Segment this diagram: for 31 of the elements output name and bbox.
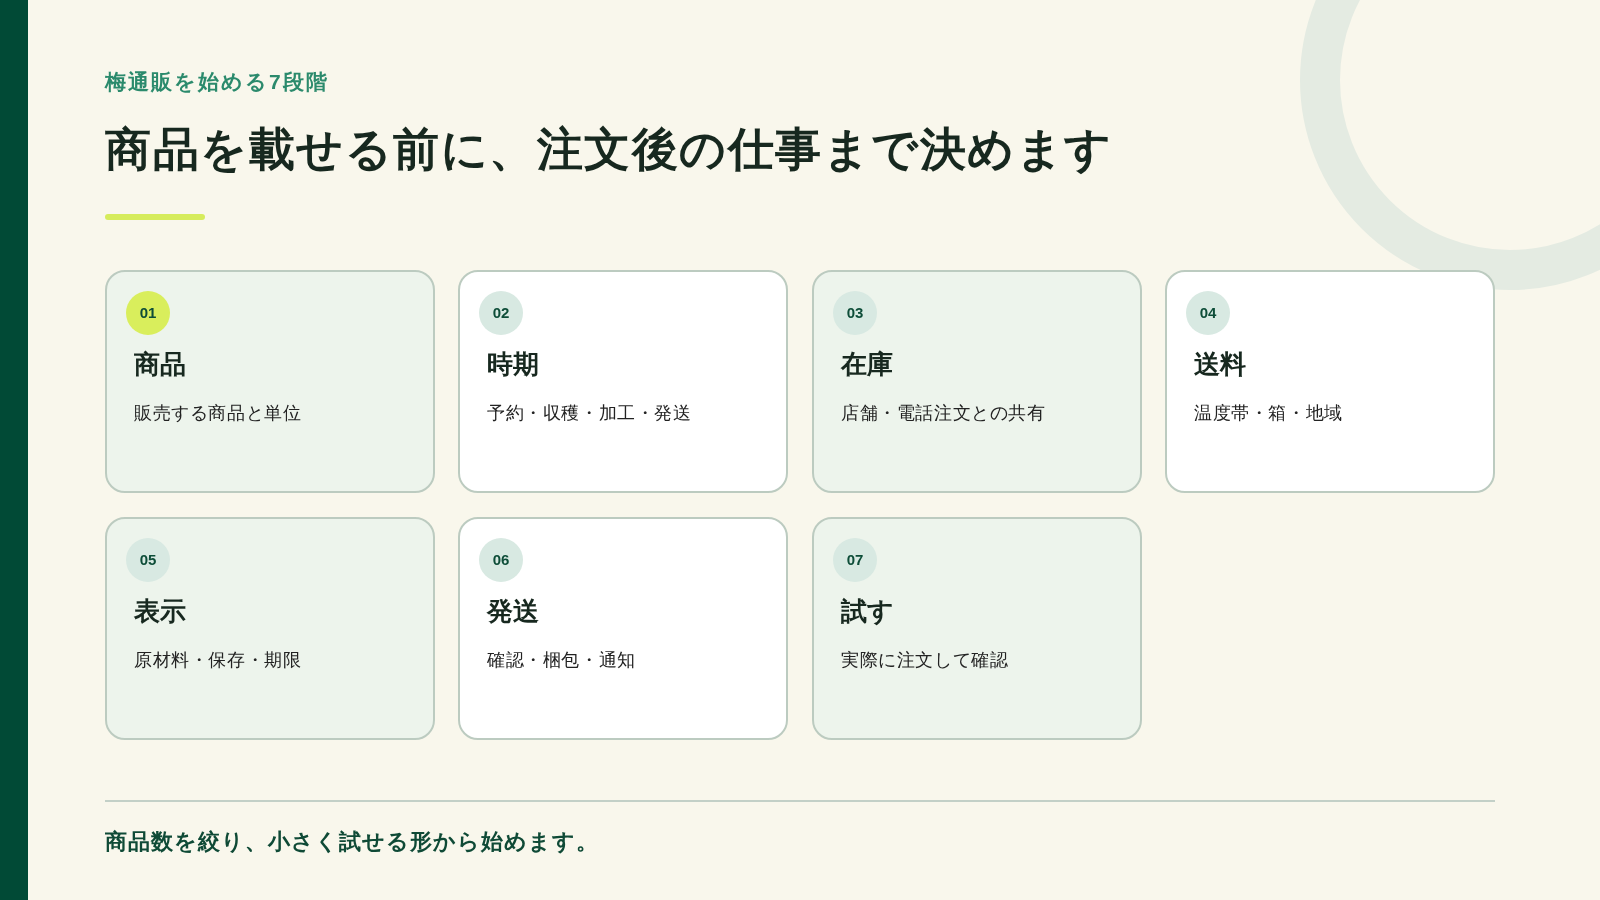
footer-note: 商品数を絞り、小さく試せる形から始めます。 xyxy=(105,828,599,856)
step-card xyxy=(812,517,1142,740)
step-title: 試す xyxy=(841,595,894,627)
number-badge: 01 xyxy=(126,291,170,335)
step-title: 時期 xyxy=(487,348,539,380)
step-title: 在庫 xyxy=(841,348,893,380)
step-card xyxy=(1165,270,1495,493)
number-badge: 07 xyxy=(833,538,877,582)
number-badge: 06 xyxy=(479,538,523,582)
step-title: 表示 xyxy=(134,595,186,627)
step-title: 商品 xyxy=(134,348,186,380)
step-card xyxy=(105,270,435,493)
step-card xyxy=(458,270,788,493)
step-description: 原材料・保存・期限 xyxy=(134,649,302,672)
step-description: 温度帯・箱・地域 xyxy=(1194,402,1343,425)
eyebrow-label: 梅通販を始める7段階 xyxy=(105,69,329,95)
step-title: 発送 xyxy=(487,595,539,627)
step-description: 実際に注文して確認 xyxy=(841,649,1009,672)
step-description: 販売する商品と単位 xyxy=(134,402,302,425)
step-card xyxy=(458,517,788,740)
step-card xyxy=(812,270,1142,493)
number-badge: 02 xyxy=(479,291,523,335)
page-title: 商品を載せる前に、注文後の仕事まで決めます xyxy=(105,122,1113,177)
number-badge: 04 xyxy=(1186,291,1230,335)
number-badge: 03 xyxy=(833,291,877,335)
step-card xyxy=(105,517,435,740)
step-description: 予約・収穫・加工・発送 xyxy=(487,402,692,425)
step-description: 店舗・電話注文との共有 xyxy=(841,402,1046,425)
step-title: 送料 xyxy=(1194,348,1246,380)
number-badge: 05 xyxy=(126,538,170,582)
step-description: 確認・梱包・通知 xyxy=(487,649,636,672)
